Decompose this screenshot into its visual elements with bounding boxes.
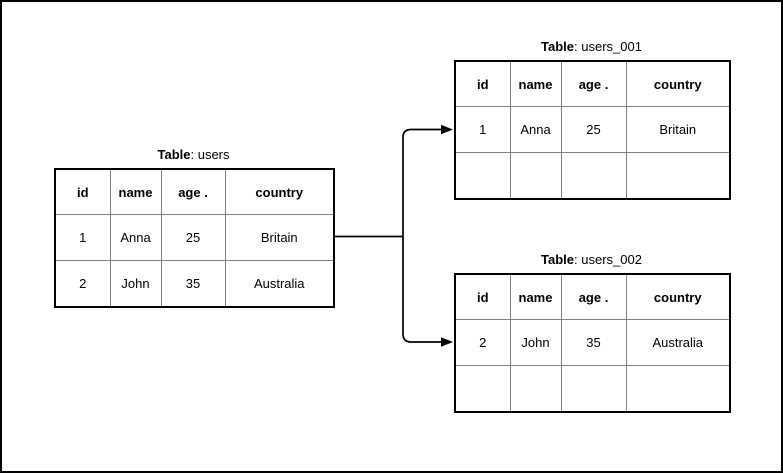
cell-age: 25 <box>160 214 226 261</box>
cell-age: 35 <box>160 260 226 308</box>
table-users-001-grid: id name age . country 1 Anna 25 Britain <box>454 60 731 200</box>
cell-id <box>454 365 511 413</box>
column-header-country: country <box>625 60 731 107</box>
cell-age: 35 <box>560 319 627 366</box>
header-row: id name age . country <box>54 168 335 215</box>
cell-name: John <box>509 319 562 366</box>
table-row: 2 John 35 Australia <box>54 260 335 308</box>
column-header-name: name <box>509 60 562 107</box>
table-title-name: : users_002 <box>574 252 642 267</box>
cell-name: Anna <box>509 106 562 153</box>
cell-age <box>560 365 627 413</box>
table-title-label: Table <box>157 147 191 162</box>
cell-country: Britain <box>625 106 731 153</box>
table-users-002-title: Table: users_002 <box>454 251 729 273</box>
table-users: Table: users id name age . country 1 Ann… <box>54 146 335 308</box>
column-header-id: id <box>54 168 111 215</box>
table-row: 2 John 35 Australia <box>454 319 731 366</box>
cell-name <box>509 152 562 200</box>
cell-country: Australia <box>224 260 335 308</box>
table-title-name: : users_001 <box>574 39 642 54</box>
table-users-001-title: Table: users_001 <box>454 38 729 60</box>
table-title-label: Table <box>541 252 575 267</box>
cell-name <box>509 365 562 413</box>
cell-age <box>560 152 627 200</box>
cell-id: 2 <box>54 260 111 308</box>
cell-id: 1 <box>454 106 511 153</box>
column-header-age: age . <box>560 273 627 320</box>
table-row: 1 Anna 25 Britain <box>54 214 335 261</box>
cell-id: 1 <box>54 214 111 261</box>
table-row: 1 Anna 25 Britain <box>454 106 731 153</box>
table-title-label: Table <box>541 39 575 54</box>
table-users-002: Table: users_002 id name age . country 2… <box>454 251 731 413</box>
cell-id <box>454 152 511 200</box>
cell-name: Anna <box>109 214 162 261</box>
column-header-id: id <box>454 273 511 320</box>
header-row: id name age . country <box>454 273 731 320</box>
table-users-title: Table: users <box>54 146 333 168</box>
table-users-002-grid: id name age . country 2 John 35 Australi… <box>454 273 731 413</box>
table-users-001: Table: users_001 id name age . country 1… <box>454 38 731 200</box>
header-row: id name age . country <box>454 60 731 107</box>
cell-id: 2 <box>454 319 511 366</box>
cell-country <box>625 365 731 413</box>
column-header-id: id <box>454 60 511 107</box>
split-arrow-top-line <box>402 128 442 237</box>
split-arrow-bottom-line <box>402 236 442 343</box>
table-title-name: : users <box>190 147 230 162</box>
table-users-grid: id name age . country 1 Anna 25 Britain … <box>54 168 335 308</box>
column-header-age: age . <box>560 60 627 107</box>
table-row-empty <box>454 365 731 413</box>
table-row-empty <box>454 152 731 200</box>
column-header-country: country <box>625 273 731 320</box>
cell-country: Britain <box>224 214 335 261</box>
column-header-age: age . <box>160 168 226 215</box>
cell-country <box>625 152 731 200</box>
arrowhead-top-icon <box>441 124 453 135</box>
cell-name: John <box>109 260 162 308</box>
column-header-name: name <box>509 273 562 320</box>
column-header-name: name <box>109 168 162 215</box>
arrowhead-bottom-icon <box>441 337 453 347</box>
cell-age: 25 <box>560 106 627 153</box>
column-header-country: country <box>224 168 335 215</box>
cell-country: Australia <box>625 319 731 366</box>
